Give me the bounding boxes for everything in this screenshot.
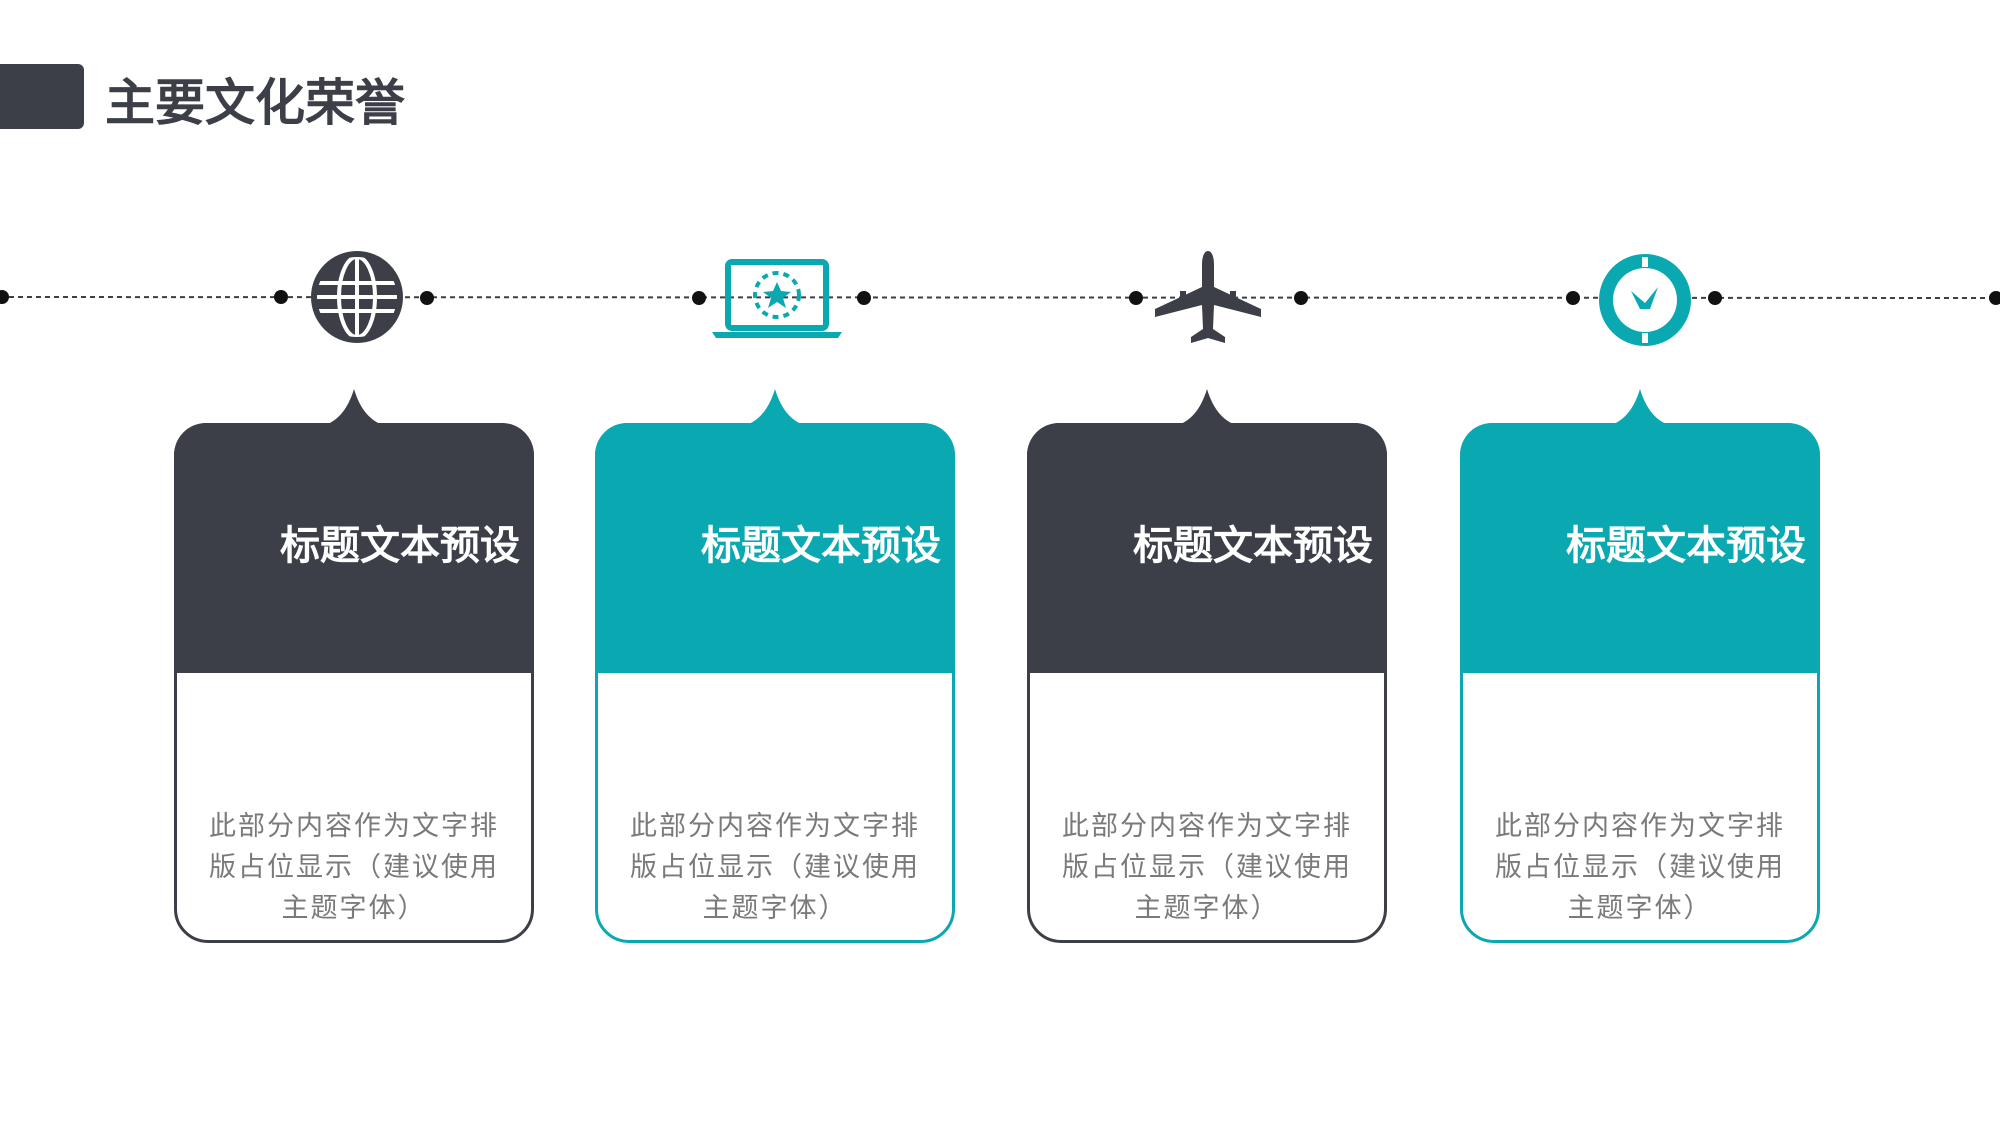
timeline-dot [857, 291, 871, 305]
card-title: 标题文本预设 [1566, 523, 1806, 569]
card-header: 标题文本预设 [1460, 389, 1820, 673]
airplane-icon [1155, 251, 1261, 343]
laptop-star-icon [712, 259, 842, 338]
card-body-text: 此部分内容作为文字排版占位显示（建议使用主题字体） [209, 811, 499, 924]
card-header: 标题文本预设 [595, 389, 955, 673]
card-notch [733, 389, 817, 427]
timeline-dot [1129, 291, 1143, 305]
info-card-3: 标题文本预设 此部分内容作为文字排版占位显示（建议使用主题字体） [1027, 389, 1387, 943]
info-card-1: 标题文本预设 此部分内容作为文字排版占位显示（建议使用主题字体） [174, 389, 534, 943]
card-body-text: 此部分内容作为文字排版占位显示（建议使用主题字体） [1062, 811, 1352, 924]
info-card-2: 标题文本预设 此部分内容作为文字排版占位显示（建议使用主题字体） [595, 389, 955, 943]
timeline-dot [1989, 291, 2000, 305]
card-header: 标题文本预设 [174, 389, 534, 673]
card-header: 标题文本预设 [1027, 389, 1387, 673]
info-card-4: 标题文本预设 此部分内容作为文字排版占位显示（建议使用主题字体） [1460, 389, 1820, 943]
card-body-text: 此部分内容作为文字排版占位显示（建议使用主题字体） [630, 811, 920, 924]
timeline-dot [1294, 291, 1308, 305]
timeline-dot [0, 290, 9, 304]
card-title: 标题文本预设 [701, 523, 941, 569]
timeline-dot [1566, 291, 1580, 305]
card-title: 标题文本预设 [1133, 523, 1373, 569]
title-accent-block [0, 64, 84, 129]
card-body-text: 此部分内容作为文字排版占位显示（建议使用主题字体） [1495, 811, 1785, 924]
timeline-dot [1708, 291, 1722, 305]
timeline-dot [420, 291, 434, 305]
card-notch [1165, 389, 1249, 427]
clock-icon [1599, 254, 1691, 346]
card-notch [312, 389, 396, 427]
globe-icon [311, 251, 403, 343]
card-notch [1598, 389, 1682, 427]
page-title: 主要文化荣誉 [105, 74, 405, 132]
timeline-dot [692, 291, 706, 305]
timeline-dot [274, 290, 288, 304]
card-title: 标题文本预设 [280, 523, 520, 569]
